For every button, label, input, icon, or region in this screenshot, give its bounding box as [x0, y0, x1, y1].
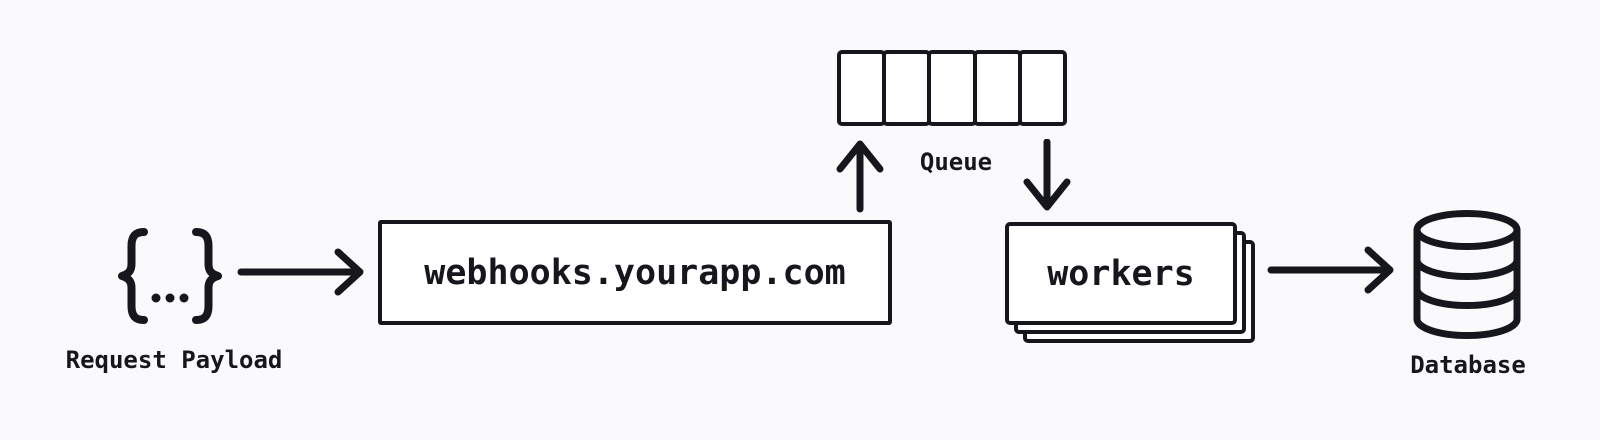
queue-cell [882, 50, 932, 126]
queue-cell [1017, 50, 1068, 126]
workers-front-card: workers [1005, 222, 1237, 325]
arrow-payload-to-webhooks-icon [237, 248, 364, 296]
database-label: Database [1410, 351, 1526, 379]
queue-node [837, 50, 1068, 126]
arrow-workers-to-database-icon [1267, 246, 1394, 294]
arrow-queue-to-workers-icon [1023, 139, 1071, 211]
workers-label: workers [1047, 253, 1195, 294]
queue-cell [927, 50, 977, 126]
arrow-webhooks-to-queue-icon [836, 140, 884, 213]
queue-cell [837, 50, 887, 126]
database-cylinder-icon [1413, 210, 1521, 339]
webhooks-endpoint-label: webhooks.yourapp.com [424, 252, 846, 293]
queue-cell [972, 50, 1022, 126]
workers-node: workers [1005, 222, 1257, 345]
json-braces-icon [118, 228, 222, 324]
queue-label: Queue [919, 148, 993, 176]
request-payload-label: Request Payload [65, 346, 283, 374]
webhooks-endpoint-node: webhooks.yourapp.com [378, 220, 892, 325]
